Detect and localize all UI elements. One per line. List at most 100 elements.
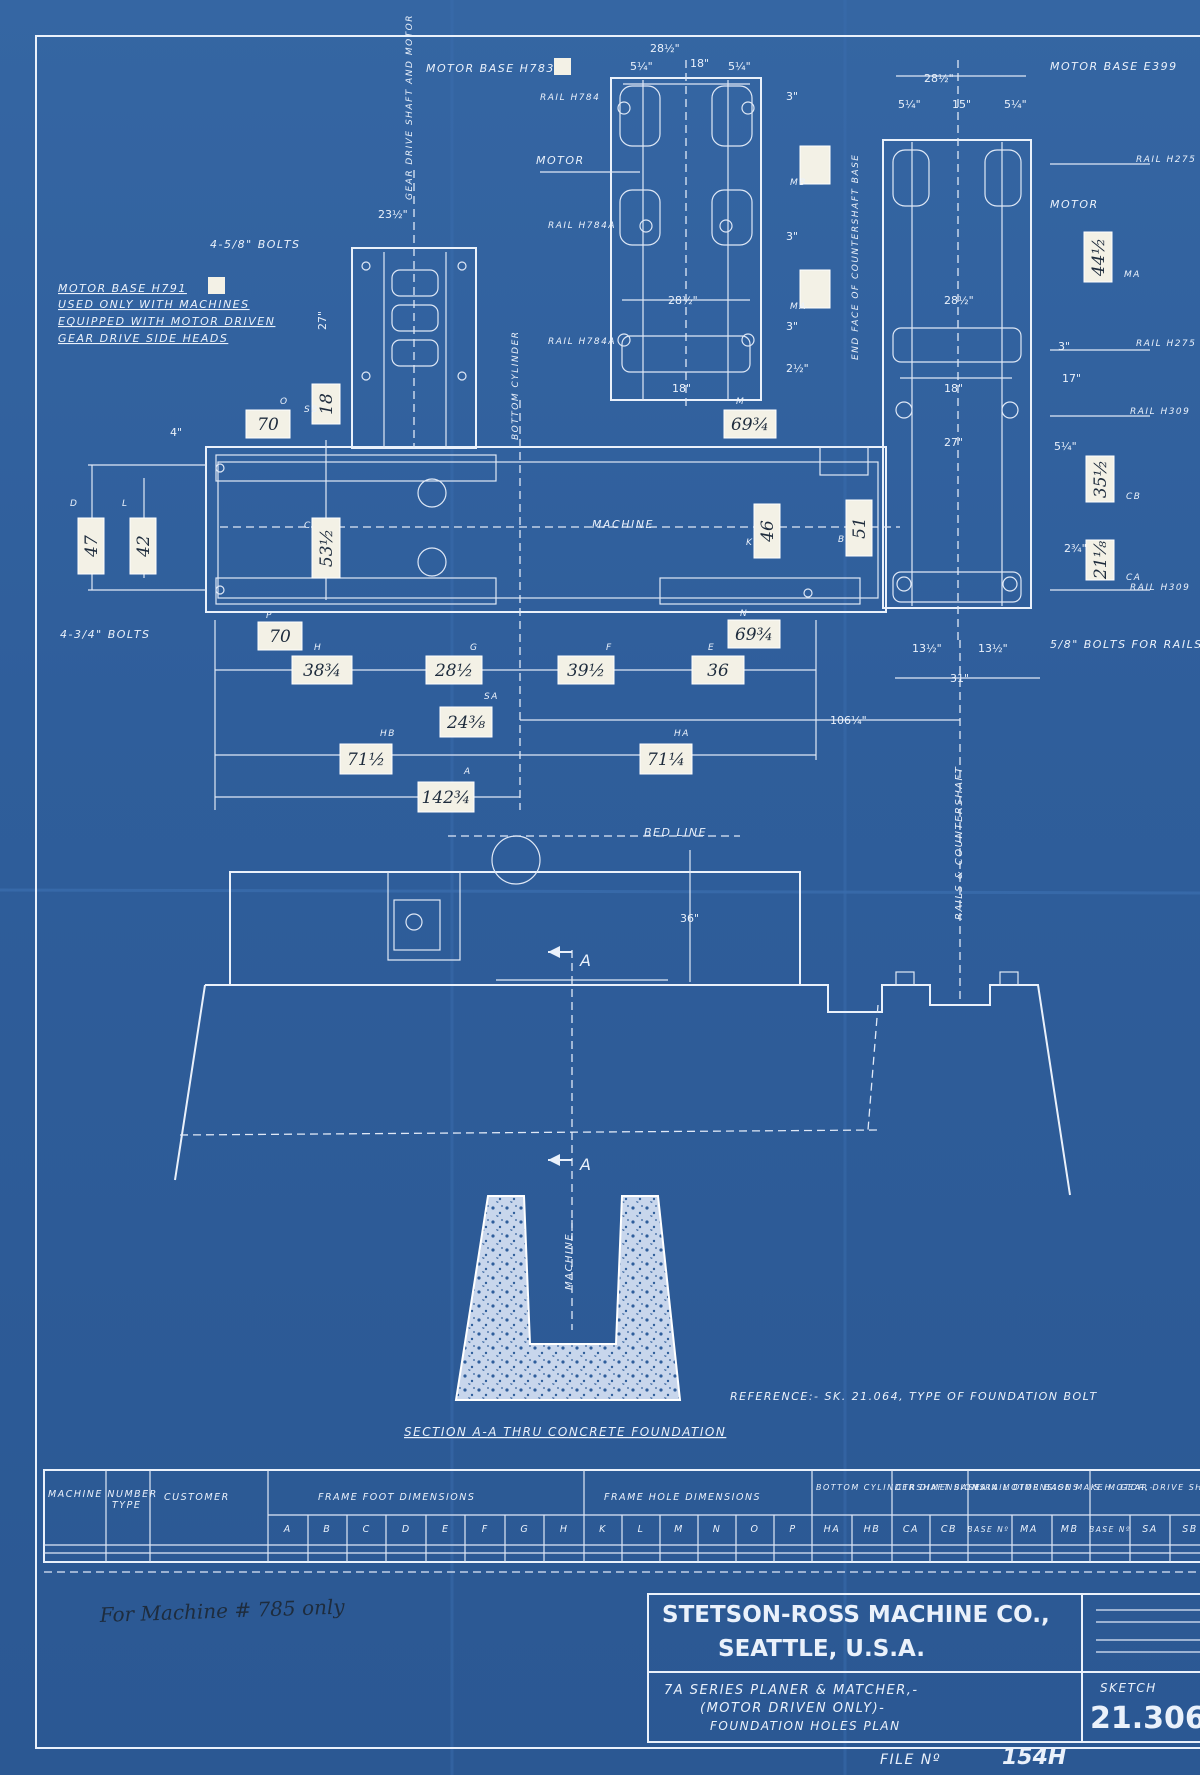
label-bolts-rails: 5/8" BOLTS FOR RAILS (1050, 638, 1200, 651)
table-col-frame_foot_cols-4: E (442, 1524, 450, 1535)
table-col-frame_hole_cols-0: K (599, 1524, 607, 1535)
table-col-bottom_cyl_cols-1: HB (864, 1524, 881, 1535)
dim-5-a: 5¼" (630, 60, 653, 73)
sketch-number: 21.306 (1090, 1701, 1200, 1736)
dimension-box-cb (1085, 455, 1115, 503)
dimension-box-n (727, 619, 781, 649)
label-end-face: END FACE OF COUNTERSHAFT BASE (851, 154, 861, 361)
dimension-letter-d: D (70, 499, 78, 509)
small-marker-box (554, 58, 571, 75)
dim-5-b: 5¼" (728, 60, 751, 73)
dimension-letter-ma: MA (1124, 270, 1141, 280)
dim-28-r2: 28½" (944, 294, 974, 307)
dimension-value-ha: 71¼ (647, 750, 685, 770)
dimension-value-ma: 44½ (1089, 238, 1109, 277)
table-col-frame_foot_cols-2: C (363, 1524, 371, 1535)
drawing-title-line-1: 7A SERIES PLANER & MATCHER,- (664, 1683, 919, 1698)
dimension-box-ha (639, 743, 693, 775)
dimension-box-ma (799, 269, 831, 309)
dimension-box-h (291, 655, 353, 685)
table-col-frame_foot_cols-0: A (283, 1524, 292, 1535)
dim-5-e: 5¼" (1054, 440, 1077, 453)
dimension-box-b (845, 499, 873, 557)
dimension-table-grid (43, 1469, 1200, 1573)
table-col-main_motor_cols-0: BASE Nº (967, 1525, 1009, 1534)
dim-18-top: 18" (690, 57, 709, 70)
dimension-letter-hb: HB (380, 729, 396, 739)
company-name: STETSON-ROSS MACHINE CO., (662, 1602, 1050, 1628)
dimension-box-g (425, 655, 483, 685)
concrete-section (454, 1195, 682, 1401)
table-col-ctrshaft_cols-0: CA (903, 1524, 919, 1535)
dimension-letter-a: A (463, 767, 472, 777)
table-header-sh-gear: S.H. GEAR DRIVE SHAFT MOTOR BASE WHEN US… (1094, 1483, 1200, 1492)
section-mark-a-bottom: A (579, 1155, 592, 1174)
motor-base-note: MOTOR BASE H791 USED ONLY WITH MACHINES … (58, 277, 274, 345)
dimension-box-p (257, 621, 303, 651)
label-rail-h275-2: RAIL H275 (1136, 339, 1196, 349)
dim-5-d: 5¼" (1004, 98, 1027, 111)
dimension-value-l: 42 (134, 535, 154, 558)
dim-2q-b: 2¾" (1064, 542, 1087, 555)
dimension-letter-cb: CB (1126, 492, 1141, 502)
section-mark-a-top: A (579, 951, 592, 970)
label-bolts-bottom: 4-3/4" BOLTS (60, 628, 151, 641)
dimension-value-c: 53½ (317, 529, 337, 567)
table-header-machine-number: MACHINE NUMBER (48, 1489, 158, 1500)
dimension-box-sb (311, 383, 341, 425)
motor-base-h791 (351, 170, 477, 449)
dimension-box-hb (339, 743, 393, 775)
dimension-value-ca: 21⅛ (1091, 540, 1111, 580)
dimension-value-sb: 18 (317, 393, 337, 415)
label-machine-section: MACHINE (564, 1233, 575, 1290)
dimension-box-m (723, 409, 777, 439)
table-col-sh_gear_cols-1: SA (1142, 1524, 1158, 1535)
dimension-box-l (129, 517, 157, 575)
dimension-value-d: 47 (82, 535, 102, 558)
dimension-letter-m: M (736, 397, 745, 407)
dimension-letter-sb: SB (304, 405, 319, 415)
title-block-text: STETSON-ROSS MACHINE CO., SEATTLE, U.S.A… (662, 1602, 1200, 1770)
dimension-box-c (311, 517, 341, 579)
table-header-customer: CUSTOMER (164, 1492, 230, 1503)
dimension-box-f (557, 655, 615, 685)
dimension-box-o (245, 409, 291, 439)
dim-18-r2: 18" (944, 382, 963, 395)
dimension-value-h: 38¾ (303, 661, 341, 681)
dim-15-right: 15" (952, 98, 971, 111)
dimension-letter-ha: HA (674, 729, 690, 739)
dimension-value-m: 69¾ (731, 415, 769, 435)
dimension-letter-l: L (122, 499, 129, 509)
dimension-box-ma (1083, 231, 1113, 283)
label-motor-left: MOTOR (536, 154, 585, 167)
dim-18-mid: 18" (672, 382, 691, 395)
table-col-frame_foot_cols-6: G (520, 1524, 529, 1535)
file-number: 154H (1002, 1745, 1066, 1770)
dimension-value-k: 46 (758, 520, 778, 543)
dimension-box-e (691, 655, 745, 685)
file-label: FILE Nº (880, 1752, 941, 1768)
dimension-box-mb (799, 145, 831, 185)
centerline-markers (540, 163, 1150, 591)
dimension-letter-k: K (746, 538, 753, 548)
dimension-box-k (753, 503, 781, 559)
dimension-value-n: 69¾ (735, 625, 773, 645)
dimension-letter-ca: CA (1126, 573, 1141, 583)
dimension-letter-f: F (606, 643, 613, 653)
dim-31: 31" (950, 672, 969, 685)
dim-23: 23½" (378, 208, 408, 221)
table-header-text: MACHINE NUMBER TYPE CUSTOMER FRAME FOOT … (48, 1483, 1200, 1511)
label-section-aa: SECTION A-A THRU CONCRETE FOUNDATION (404, 1425, 726, 1439)
dim-3-b: 3" (786, 230, 798, 243)
handwritten-note: For Machine # 785 only (98, 1594, 345, 1627)
label-rail-h309-1: RAIL H309 (1130, 407, 1190, 417)
note-line-1: MOTOR BASE H791 (58, 282, 187, 295)
dimension-value-cb: 35½ (1091, 460, 1111, 498)
dim-28-top: 28½" (650, 42, 680, 55)
note-line-2: USED ONLY WITH MACHINES (58, 298, 250, 311)
table-col-sh_gear_cols-2: SB (1182, 1524, 1198, 1535)
dimension-letter-p: P (266, 611, 273, 621)
